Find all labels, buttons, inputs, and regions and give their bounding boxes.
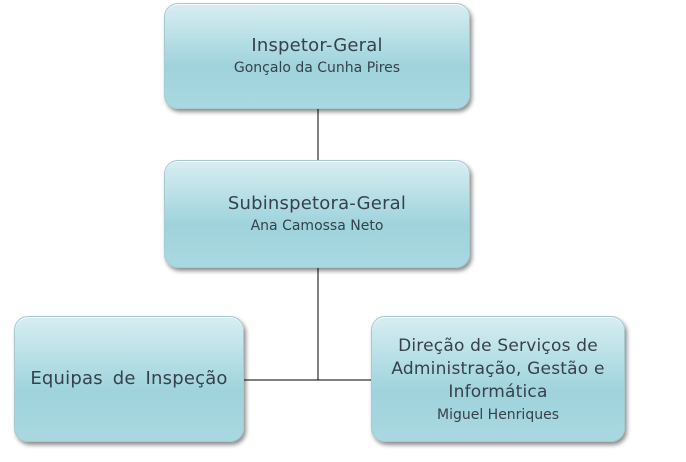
node-direcao-servicos: Direção de Serviços de Administração, Ge…: [371, 316, 625, 442]
node-title: Equipas de Inspeção: [30, 368, 228, 389]
node-person: Gonçalo da Cunha Pires: [233, 60, 401, 76]
node-person: Miguel Henriques: [436, 406, 559, 423]
node-title: Subinspetora-Geral: [227, 193, 407, 214]
node-title-line-3: Informática: [448, 381, 548, 402]
node-person: Ana Camossa Neto: [250, 218, 384, 234]
node-title-line-2: Administração, Gestão e: [391, 358, 605, 379]
node-inspetor-geral: Inspetor-Geral Gonçalo da Cunha Pires: [164, 3, 470, 109]
node-title: Inspetor-Geral: [251, 35, 383, 56]
node-subinspetora-geral: Subinspetora-Geral Ana Camossa Neto: [164, 160, 470, 268]
node-title-line-1: Direção de Serviços de: [398, 335, 598, 356]
node-equipas-de-inspecao: Equipas de Inspeção: [14, 316, 244, 442]
